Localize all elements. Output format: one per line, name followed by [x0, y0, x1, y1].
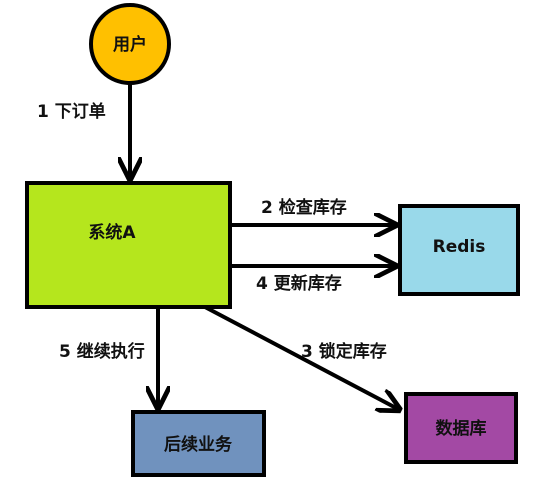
edge-label-update-stock: 4 更新库存: [256, 273, 342, 294]
database-box: [404, 392, 518, 464]
redis-node: Redis: [398, 204, 520, 296]
edge-label-continue-exec: 5 继续执行: [59, 341, 145, 362]
system-a-box: [25, 181, 232, 309]
database-node: 数据库: [404, 392, 518, 464]
user-label: 用户: [113, 34, 147, 55]
edge-label-lock-stock: 3 锁定库存: [301, 341, 387, 362]
followup-node: 后续业务: [131, 410, 266, 477]
edge-label-check-stock: 2 检查库存: [261, 197, 347, 218]
edge-label-place-order: 1 下订单: [37, 101, 106, 122]
arrow-lock-stock: [204, 305, 398, 409]
redis-label: Redis: [433, 237, 486, 257]
system-a-label: 系统A: [88, 222, 136, 243]
system-a-node: 系统A: [25, 181, 232, 309]
followup-label: 后续业务: [164, 434, 233, 455]
redis-box: [398, 204, 520, 296]
database-label: 数据库: [436, 418, 487, 439]
followup-box: [131, 410, 266, 477]
user-node: 用户: [89, 3, 171, 85]
